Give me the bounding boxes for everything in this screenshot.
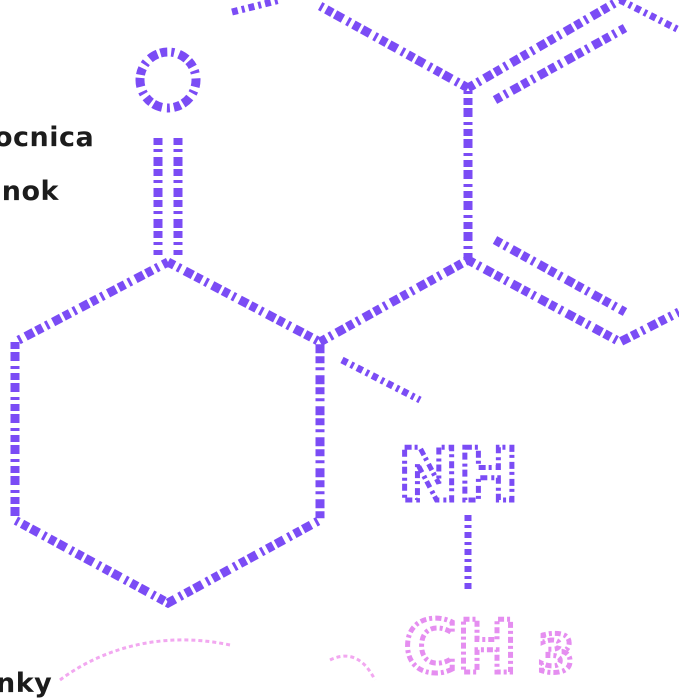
ring-bond-upper-left [317,2,471,92]
ring-fragment-top [231,0,281,16]
methyl-subscript: 3 [538,625,574,685]
aryl-bond [317,256,471,346]
amine-label: NH [398,433,519,517]
ring-fragment-topright [618,0,679,34]
caption-line-2: inok [0,176,59,207]
faded-ring-arc-left [59,638,231,682]
cyclohexanone-ring [10,258,325,609]
oxygen-atom [135,47,201,113]
ring-bond-upper-right [465,0,623,92]
ring-double-bond-lower [492,236,628,316]
ring-double-bond-upper [492,24,628,104]
ring-bond-lower-right [465,256,679,348]
amine-bond [340,356,422,404]
methyl-label: CH [404,605,517,689]
faded-ring-arc-right [329,654,377,681]
caption-line-1: ocnica [0,122,95,153]
